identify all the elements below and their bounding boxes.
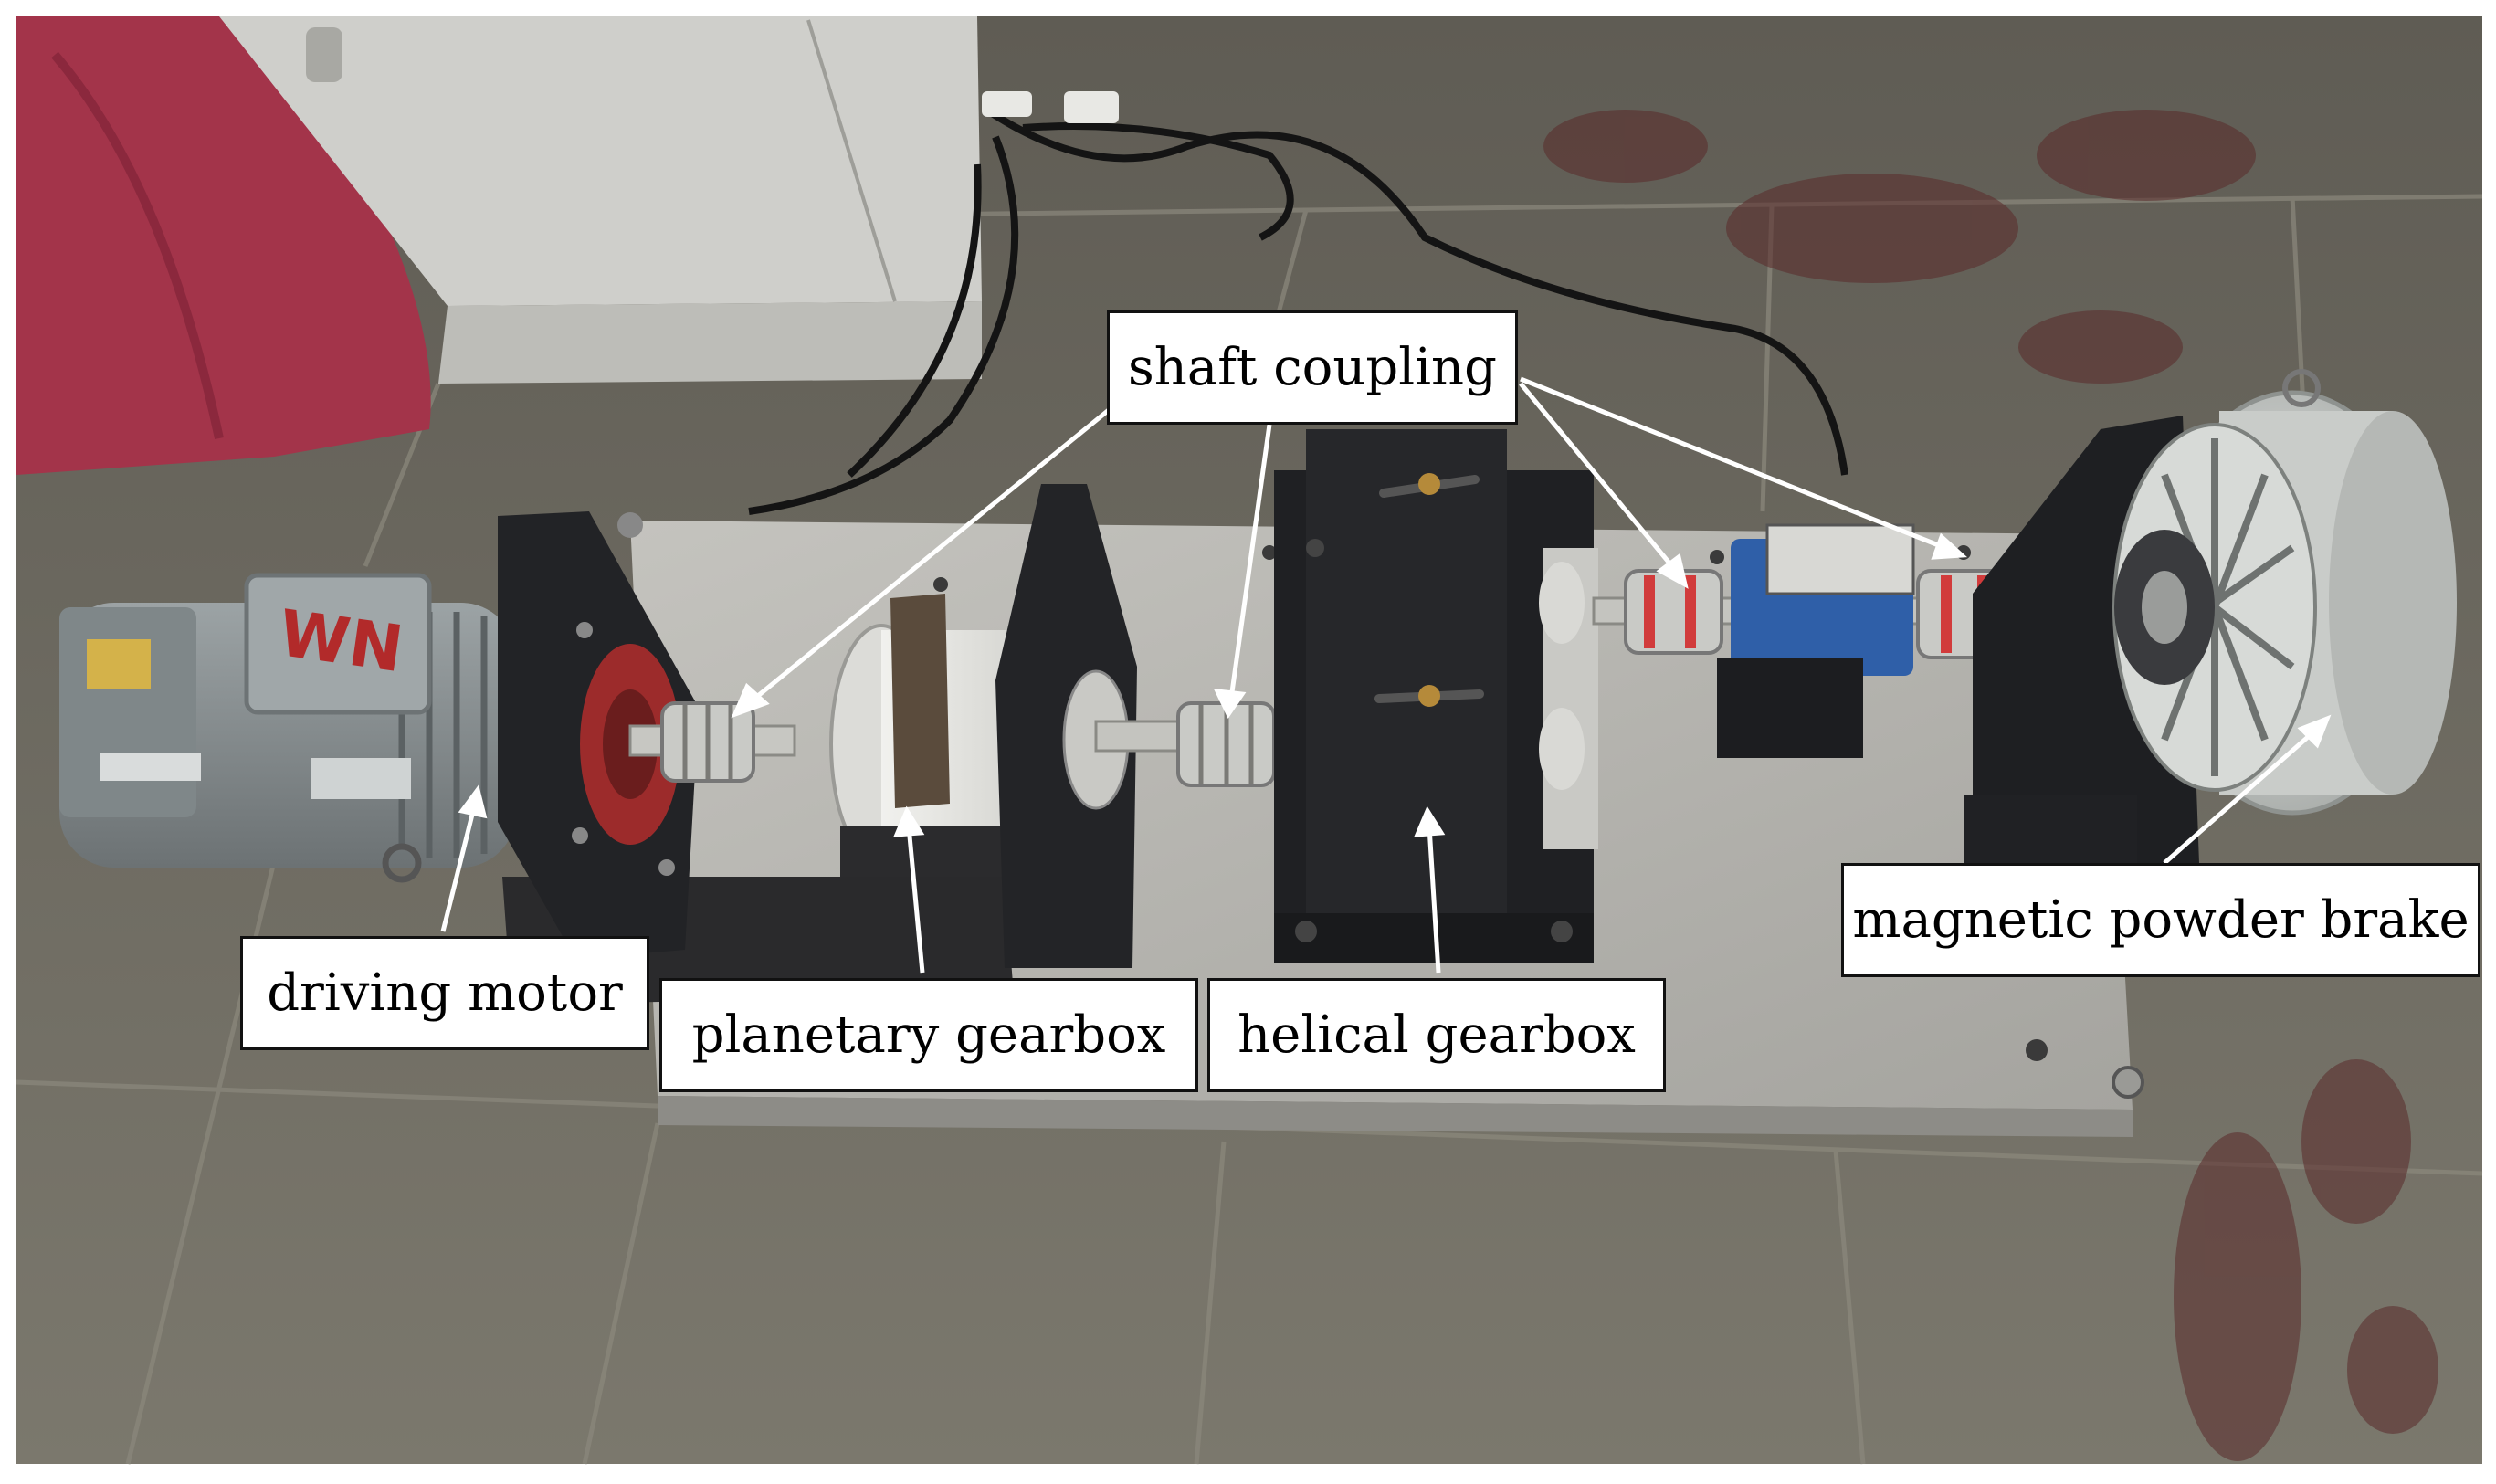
label-planetary-gearbox: planetary gearbox xyxy=(659,978,1198,1092)
motor-logo: WN xyxy=(274,595,407,687)
cabinet xyxy=(219,16,982,306)
magnetic-powder-brake xyxy=(2112,369,2457,816)
label-shaft-coupling: shaft coupling xyxy=(1107,310,1518,425)
label-helical-gearbox: helical gearbox xyxy=(1207,978,1666,1092)
floor-stains xyxy=(1543,110,2438,1461)
driving-motor: WN xyxy=(59,573,516,883)
torque-sensor xyxy=(1717,523,1915,758)
label-magnetic-powder-brake: magnetic powder brake xyxy=(1841,863,2480,977)
floor-tiles xyxy=(16,194,2483,1465)
power-cables xyxy=(748,106,1848,515)
shaft-coupling-1 xyxy=(660,701,755,783)
shaft-coupling-3 xyxy=(1624,569,1723,655)
label-driving-motor: driving motor xyxy=(240,936,649,1050)
shaft-coupling-2 xyxy=(1176,701,1276,787)
helical-gearbox xyxy=(1274,429,1598,963)
annotation-arrows xyxy=(440,376,2332,974)
